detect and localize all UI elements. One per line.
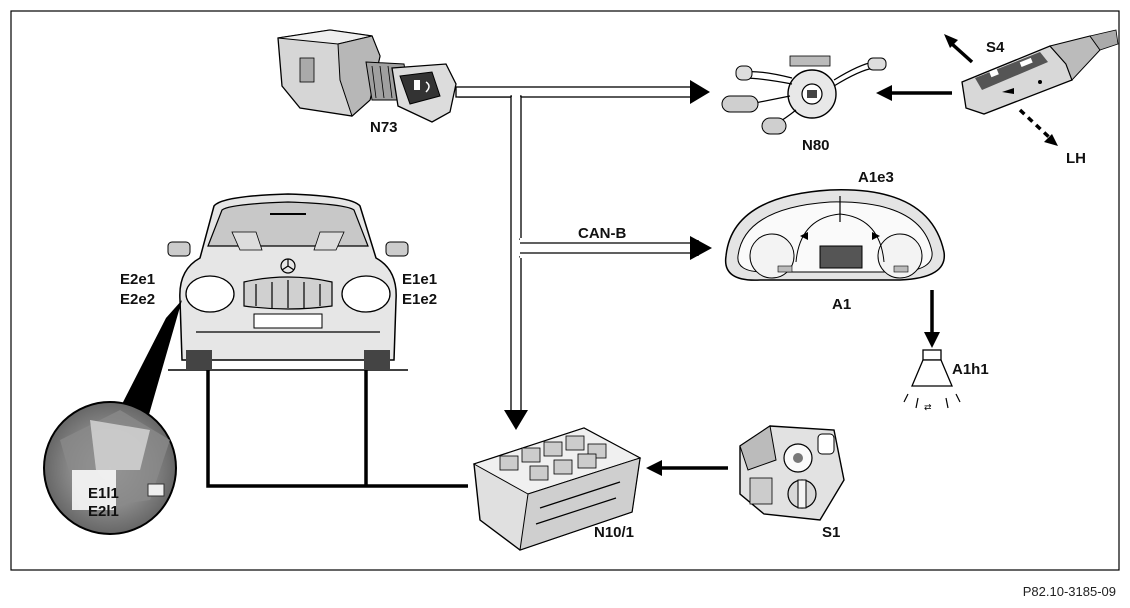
label-e1l1: E1l1 xyxy=(88,485,119,502)
figure-number: P82.10-3185-09 xyxy=(1023,584,1116,599)
arrow-s4-to-n80 xyxy=(876,85,892,101)
label-s4: S4 xyxy=(986,39,1005,56)
label-can-b: CAN-B xyxy=(578,225,626,242)
arrow-to-n80 xyxy=(690,80,710,104)
instrument-cluster-a1 xyxy=(724,189,945,281)
arrow-to-a1h1 xyxy=(924,332,940,348)
light-switch-s1 xyxy=(739,425,845,521)
component-labels: N73 N80 S4 LH A1e3 CAN-B A1 A1h1 E2e1 E2… xyxy=(88,39,1086,541)
label-a1e3: A1e3 xyxy=(858,169,894,186)
label-lh: LH xyxy=(1066,150,1086,167)
label-n80: N80 xyxy=(802,137,830,154)
arrow-to-a1 xyxy=(690,236,712,260)
label-e2e2: E2e2 xyxy=(120,291,155,308)
label-n73: N73 xyxy=(370,119,398,136)
buzzer-a1h1: ⇄ xyxy=(903,349,961,413)
diagram-frame xyxy=(10,10,1120,571)
arrow-to-n10-1 xyxy=(504,410,528,430)
headlamp-detail-photo xyxy=(43,300,182,535)
label-a1: A1 xyxy=(832,296,851,313)
label-e1e2: E1e2 xyxy=(402,291,437,308)
steering-column-module-n80 xyxy=(721,55,887,135)
label-e1e1: E1e1 xyxy=(402,271,437,288)
arrow-to-lh xyxy=(1044,134,1058,146)
label-e2l1: E2l1 xyxy=(88,503,119,520)
ignition-switch-n73 xyxy=(277,29,457,123)
combination-switch-s4 xyxy=(961,29,1119,115)
arrow-s1-to-n10-1 xyxy=(646,460,662,476)
label-e2e1: E2e1 xyxy=(120,271,155,288)
label-n10-1: N10/1 xyxy=(594,524,634,541)
sam-module-n10-1 xyxy=(472,427,642,551)
label-s1: S1 xyxy=(822,524,840,541)
svg-text:⇄: ⇄ xyxy=(924,403,932,413)
label-a1h1: A1h1 xyxy=(952,361,989,378)
vehicle-front-view xyxy=(167,193,409,371)
